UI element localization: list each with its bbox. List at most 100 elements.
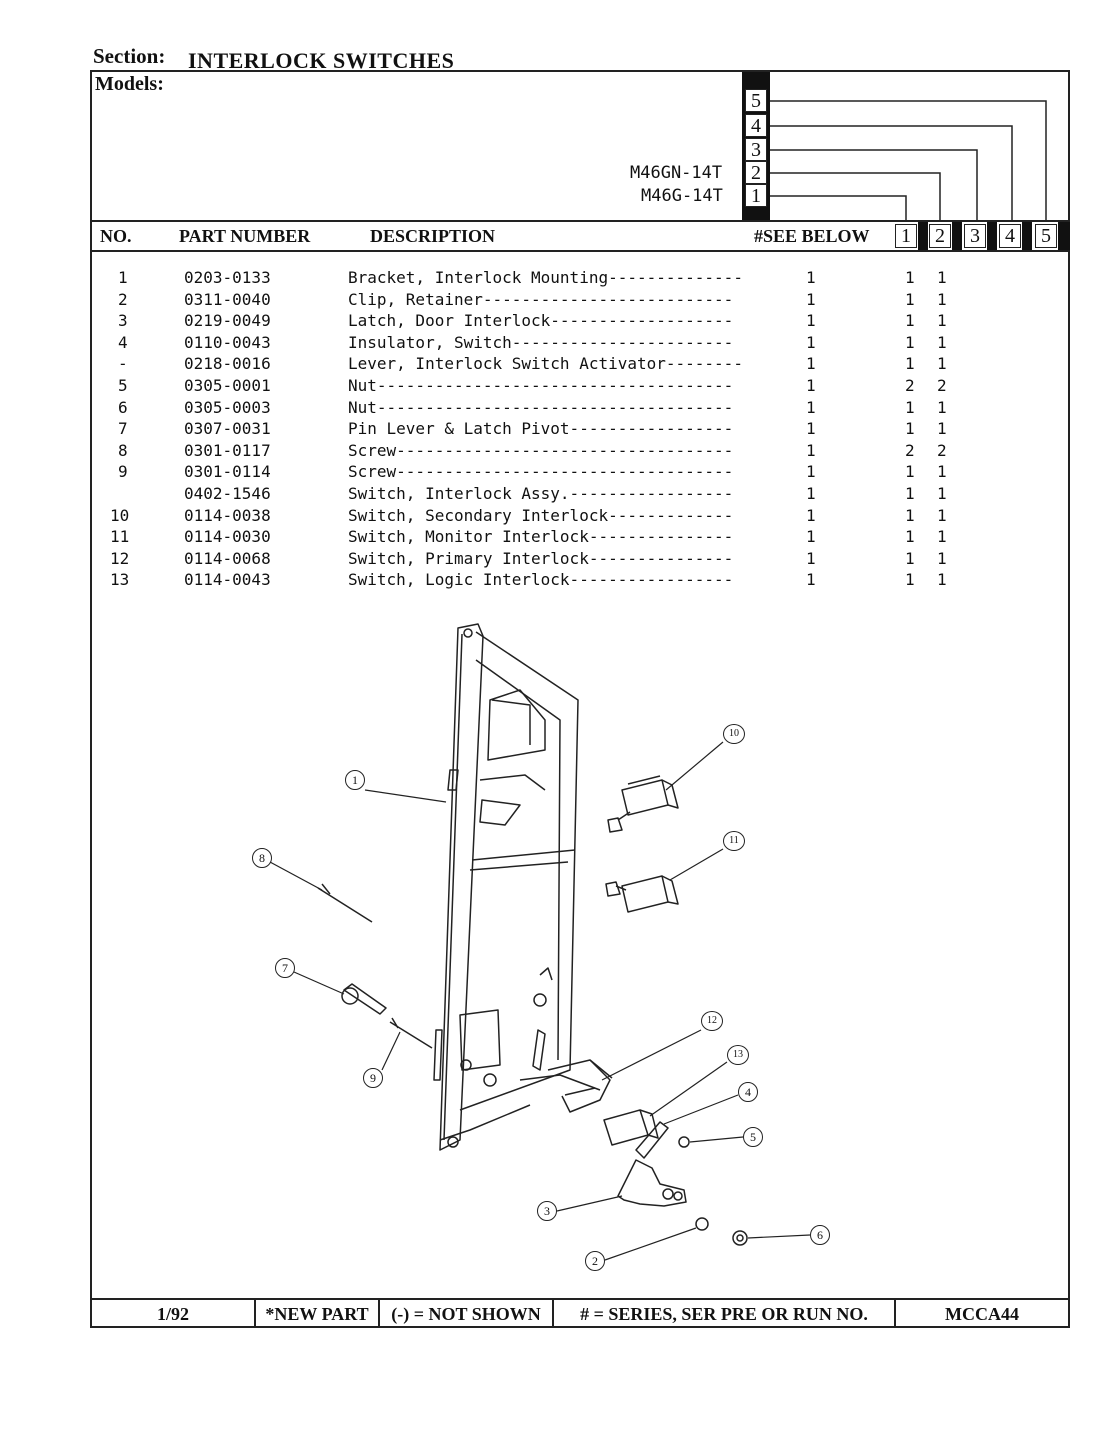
- callout-13: 13: [727, 1045, 749, 1065]
- model-slot-5: 5: [745, 89, 767, 112]
- row-part-number: 0114-0038: [184, 505, 271, 525]
- row-no: 12: [110, 548, 130, 568]
- row-qty: 1: [806, 548, 816, 568]
- row-model-2: 1: [937, 570, 947, 590]
- model-connector-lines: [770, 100, 1047, 222]
- row-model-1: 1: [905, 354, 915, 374]
- table-header-top-rule: [90, 220, 1070, 222]
- table-row: - 0218-0016 Lever, Interlock Switch Acti…: [0, 354, 947, 375]
- row-qty: 1: [806, 484, 816, 503]
- row-part-number: 0110-0043: [184, 332, 271, 352]
- section-label: Section:: [93, 44, 166, 68]
- row-model-2: 1: [937, 484, 947, 503]
- row-description: Switch, Primary Interlock---------------: [348, 548, 734, 568]
- row-no: 3: [118, 311, 128, 331]
- row-qty: 1: [806, 505, 816, 525]
- table-row: 12 0114-0068 Switch, Primary Interlock--…: [0, 549, 947, 570]
- switch-12: [547, 1059, 611, 1113]
- table-row: 11 0114-0030 Switch, Monitor Interlock--…: [0, 527, 947, 548]
- row-part-number: 0114-0030: [184, 527, 271, 547]
- model-slot-1: 1: [745, 184, 767, 207]
- row-qty: 1: [806, 268, 816, 287]
- callout-5: 5: [743, 1127, 763, 1147]
- footer-code: MCCA44: [945, 1304, 1019, 1324]
- callout-9: 9: [363, 1068, 383, 1088]
- row-model-2: 1: [937, 311, 947, 331]
- row-part-number: 0219-0049: [184, 311, 271, 331]
- row-model-2: 1: [937, 527, 947, 547]
- column-header-description: DESCRIPTION: [370, 226, 496, 246]
- footer-divider: [254, 1300, 256, 1328]
- bracket-outline: [439, 623, 484, 1151]
- footer-new-part: *NEW PART: [265, 1304, 369, 1324]
- callout-label: 8: [259, 851, 265, 865]
- row-part-number: 0305-0003: [184, 397, 271, 417]
- row-description: Latch, Door Interlock-------------------: [348, 311, 734, 331]
- column-header-model-3: 3: [964, 224, 986, 248]
- row-model-1: 2: [905, 376, 915, 395]
- exploded-parts-diagram: [269, 623, 811, 1261]
- row-model-1: 1: [905, 397, 915, 417]
- row-model-1: 1: [905, 527, 915, 547]
- row-no: 13: [110, 570, 130, 590]
- footer-divider: [378, 1300, 380, 1328]
- row-description: Nut-------------------------------------: [348, 397, 734, 417]
- parts-table: 1 0203-0133 Bracket, Interlock Mounting-…: [0, 268, 1100, 598]
- row-description: Switch, Secondary Interlock-------------: [348, 505, 734, 525]
- row-part-number: 0402-1546: [184, 484, 271, 503]
- callout-label: 11: [729, 835, 739, 846]
- row-model-2: 1: [937, 397, 947, 417]
- model-col-divider: [987, 222, 997, 250]
- row-model-1: 1: [905, 462, 915, 482]
- callout-11: 11: [723, 831, 745, 851]
- table-row: 9 0301-0114 Screw-----------------------…: [0, 462, 947, 483]
- row-description: Screw-----------------------------------: [348, 462, 734, 482]
- model-col-divider: [1058, 222, 1070, 250]
- row-model-1: 1: [905, 311, 915, 331]
- column-header-model-5: 5: [1035, 224, 1057, 248]
- table-row: 8 0301-0117 Screw-----------------------…: [0, 441, 947, 462]
- model-name-2: M46GN-14T: [630, 163, 723, 183]
- callout-label: 13: [733, 1049, 743, 1060]
- latch-3: [617, 1159, 687, 1207]
- callout-1: 1: [345, 770, 365, 790]
- callout-12: 12: [701, 1011, 723, 1031]
- row-part-number: 0311-0040: [184, 289, 271, 309]
- callout-label: 9: [370, 1071, 376, 1085]
- switch-10: [621, 779, 669, 816]
- row-model-2: 1: [937, 289, 947, 309]
- callout-label: 10: [729, 728, 739, 739]
- nut-5: [678, 1136, 690, 1148]
- row-model-1: 1: [905, 484, 915, 503]
- row-model-1: 2: [905, 440, 915, 460]
- row-description: Pin Lever & Latch Pivot-----------------: [348, 419, 734, 439]
- callout-3: 3: [537, 1201, 557, 1221]
- column-header-model-4: 4: [999, 224, 1021, 248]
- model-col-divider: [952, 222, 962, 250]
- table-row: 0402-1546 Switch, Interlock Assy.-------…: [0, 484, 947, 505]
- row-no: 4: [118, 332, 128, 352]
- row-model-2: 1: [937, 268, 947, 287]
- footer-not-shown: (-) = NOT SHOWN: [391, 1304, 541, 1324]
- row-qty: 1: [806, 332, 816, 352]
- row-model-1: 1: [905, 332, 915, 352]
- switch-13: [603, 1109, 649, 1146]
- row-model-1: 1: [905, 268, 915, 287]
- row-no: 2: [118, 289, 128, 309]
- row-part-number: 0305-0001: [184, 376, 271, 395]
- callout-label: 4: [745, 1085, 751, 1099]
- table-row: 1 0203-0133 Bracket, Interlock Mounting-…: [0, 268, 947, 289]
- row-part-number: 0114-0068: [184, 548, 271, 568]
- row-qty: 1: [806, 462, 816, 482]
- row-no: -: [118, 354, 128, 374]
- row-description: Bracket, Interlock Mounting-------------…: [348, 268, 743, 287]
- row-description: Insulator, Switch-----------------------: [348, 332, 734, 352]
- table-row: 13 0114-0043 Switch, Logic Interlock----…: [0, 570, 947, 591]
- callout-label: 2: [592, 1254, 598, 1268]
- row-qty: 1: [806, 570, 816, 590]
- row-model-1: 1: [905, 505, 915, 525]
- callout-4: 4: [738, 1082, 758, 1102]
- model-col-divider: [1022, 222, 1032, 250]
- row-part-number: 0203-0133: [184, 268, 271, 287]
- row-description: Nut-------------------------------------: [348, 376, 734, 395]
